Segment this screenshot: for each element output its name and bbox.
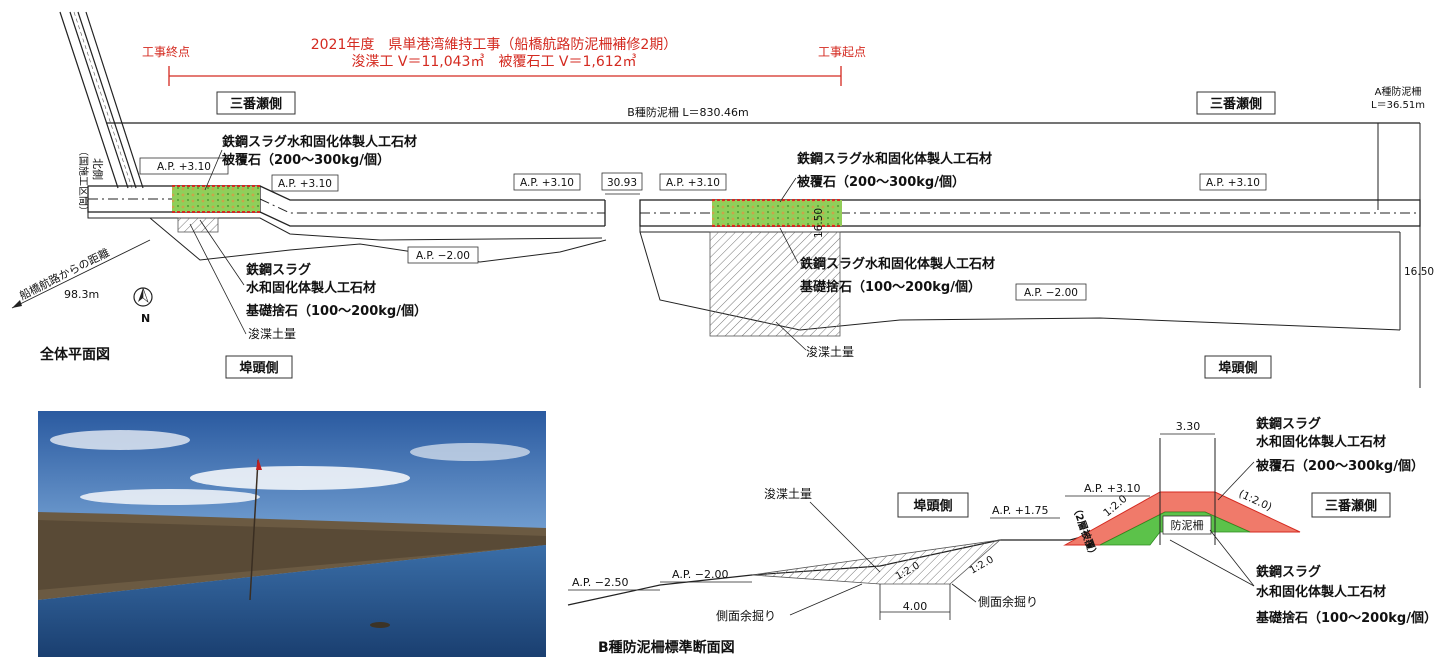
svg-text:A.P. −2.00: A.P. −2.00 xyxy=(1024,287,1078,299)
svg-text:A.P. −2.00: A.P. −2.00 xyxy=(416,250,470,262)
breakwater-right xyxy=(639,199,1421,337)
svg-text:A.P. +3.10: A.P. +3.10 xyxy=(278,178,332,190)
dredge-left-label: 浚渫土量 xyxy=(248,326,296,341)
distance-value: 98.3m xyxy=(64,288,99,301)
dredge-right-label: 浚渫土量 xyxy=(806,344,854,359)
section-dredge-label: 浚渫土量 xyxy=(764,486,812,501)
svg-text:A.P. +3.10: A.P. +3.10 xyxy=(157,161,211,173)
fence-label: 防泥柵 xyxy=(1171,518,1204,532)
width-3-30: 3.30 xyxy=(1176,420,1201,433)
slag-cover-left-2: 被覆石（200〜300kg/個） xyxy=(221,152,390,168)
sanbanze-left-label: 三番瀬側 xyxy=(230,96,282,112)
futo-right-box xyxy=(1204,355,1272,379)
ap-level-box: A.P. +3.10 xyxy=(139,157,229,175)
ap-minus-right-box: A.P. −2.00 xyxy=(1015,283,1087,301)
section-cover-2: 水和固化体製人工石材 xyxy=(1256,434,1386,450)
ap-level-box: A.P. +3.10 xyxy=(271,174,339,192)
slag-base-right-1: 鉄鋼スラグ水和固化体製人工石材 xyxy=(800,256,995,272)
national-section-label: （国施工区間） xyxy=(77,146,90,216)
a-fence-length: L＝36.51m xyxy=(1371,100,1425,111)
sanbanze-right-box xyxy=(1196,91,1276,115)
futo-right-label: 埠頭側 xyxy=(1218,360,1257,376)
slag-base-left-3: 基礎捨石（100〜200kg/個） xyxy=(245,303,427,319)
ap-level-box: A.P. +3.10 xyxy=(513,173,581,191)
futo-left-box xyxy=(225,355,293,379)
svg-text:A.P. +3.10: A.P. +3.10 xyxy=(520,177,574,189)
section-title: B種防泥柵標準断面図 xyxy=(598,639,735,656)
header-title: 2021年度 県単港湾維持工事（船橋航路防泥柵補修2期） xyxy=(311,36,678,53)
ap-minus-left-box: A.P. −2.00 xyxy=(407,246,479,264)
ap-level-box: A.P. +3.10 xyxy=(1199,173,1267,191)
slag-cover-left-1: 鉄鋼スラグ水和固化体製人工石材 xyxy=(222,134,417,150)
svg-text:A.P. +3.10: A.P. +3.10 xyxy=(666,177,720,189)
north-label: N xyxy=(141,312,150,325)
b-fence-boundary xyxy=(106,122,1421,388)
section-ap-175: A.P. +1.75 xyxy=(992,504,1048,517)
section-sanbanze-label: 三番瀬側 xyxy=(1325,498,1377,514)
north-side-label: 北側 xyxy=(91,158,104,180)
slag-base-left-2: 水和固化体製人工石材 xyxy=(246,280,376,296)
section-sanbanze-box xyxy=(1311,492,1391,518)
section-base-2: 水和固化体製人工石材 xyxy=(1256,584,1386,600)
svg-text:30.93: 30.93 xyxy=(607,177,637,189)
header-volumes: 浚渫工 V＝11,043㎥ 被覆石工 V＝1,612㎥ xyxy=(351,54,636,70)
distance-arrow xyxy=(11,239,151,309)
dim-16-50-right: 16.50 xyxy=(1404,266,1434,278)
a-fence-label: A種防泥柵 xyxy=(1375,85,1422,98)
sanbanze-right-label: 三番瀬側 xyxy=(1210,96,1262,112)
gap-dimension: 30.93 xyxy=(601,172,643,195)
cross-section xyxy=(567,433,1301,620)
sanbanze-left-box xyxy=(216,91,296,115)
svg-text:A.P. +3.10: A.P. +3.10 xyxy=(1206,177,1260,189)
cover-stone-left xyxy=(172,186,260,212)
section-ap-m250: A.P. −2.50 xyxy=(572,576,628,589)
plan-title: 全体平面図 xyxy=(39,346,110,363)
slag-cover-right-2: 被覆石（200〜300kg/個） xyxy=(796,174,965,190)
slag-cover-right-1: 鉄鋼スラグ水和固化体製人工石材 xyxy=(797,151,992,167)
section-cover-3: 被覆石（200〜300kg/個） xyxy=(1255,458,1424,474)
dim-16-50-vertical: 16.50 xyxy=(813,208,825,238)
section-futo-label: 埠頭側 xyxy=(913,498,952,514)
width-4-00: 4.00 xyxy=(903,600,928,613)
section-futo-box xyxy=(897,492,969,518)
work-end-point: 工事終点 xyxy=(142,44,190,59)
work-start-point: 工事起点 xyxy=(818,45,866,59)
north-arrow-icon xyxy=(133,287,153,307)
slag-base-left-1: 鉄鋼スラグ xyxy=(246,262,311,278)
futo-left-label: 埠頭側 xyxy=(239,360,278,376)
side-overdig-left: 側面余掘り xyxy=(716,608,776,623)
fence-box xyxy=(1162,515,1212,535)
national-section-road xyxy=(59,11,144,189)
section-ap-m200: A.P. −2.00 xyxy=(672,568,728,581)
slag-base-right-2: 基礎捨石（100〜200kg/個） xyxy=(799,279,981,295)
breakwater-left xyxy=(87,185,607,263)
b-fence-length: B種防泥柵 L＝830.46m xyxy=(627,105,748,119)
section-base-1: 鉄鋼スラグ xyxy=(1256,564,1321,580)
work-extent-line xyxy=(168,66,842,86)
side-overdig-right: 側面余掘り xyxy=(978,594,1038,609)
section-cover-1: 鉄鋼スラグ xyxy=(1256,416,1321,432)
cover-stone-right xyxy=(712,200,842,226)
ap-level-box: A.P. +3.10 xyxy=(659,173,727,191)
site-photo xyxy=(38,411,546,657)
section-ap-310: A.P. +3.10 xyxy=(1084,482,1140,495)
section-base-3: 基礎捨石（100〜200kg/個） xyxy=(1255,610,1437,626)
